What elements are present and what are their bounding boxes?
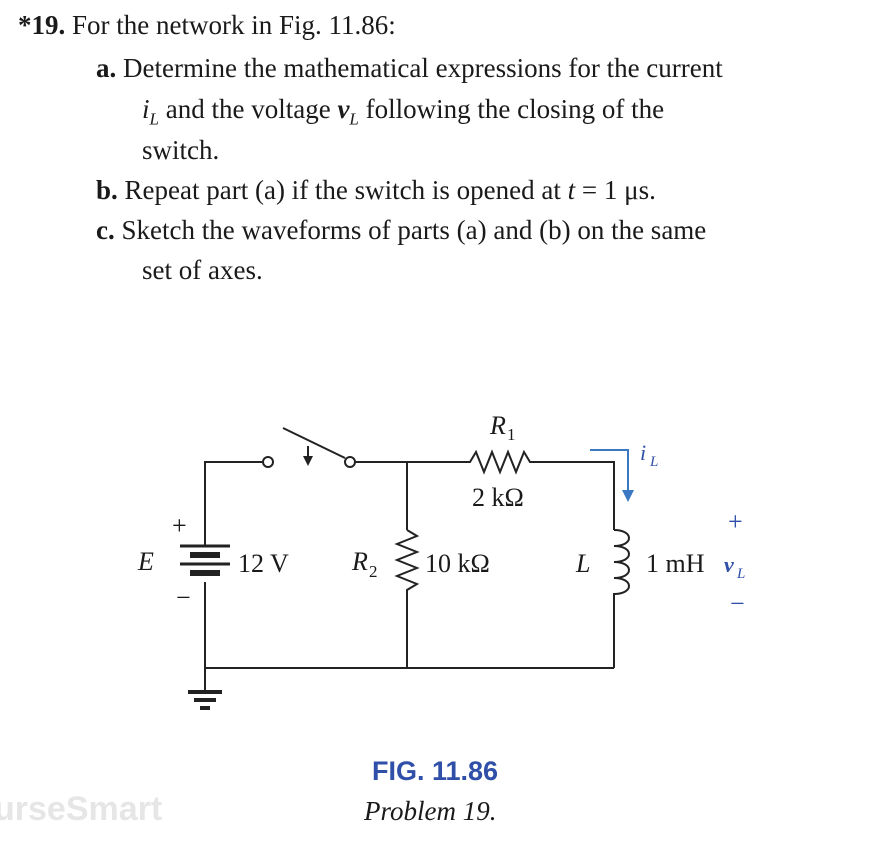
- switch-arrow-head: [303, 456, 313, 466]
- switch-contact-right: [344, 456, 356, 468]
- var-v-sub: L: [349, 109, 359, 129]
- battery-symbol: [180, 544, 230, 576]
- label-R2: R: [351, 547, 368, 576]
- var-i-sub: L: [149, 109, 159, 129]
- part-b-text: Repeat part (a) if the switch is opened …: [124, 175, 568, 205]
- current-arrow-head: [622, 490, 634, 502]
- part-a-line-3: switch.: [142, 133, 219, 167]
- inductor-coil: [613, 529, 630, 668]
- resistor-r2: [394, 529, 420, 668]
- part-a-rest: following the closing of the: [358, 94, 665, 124]
- part-a-line-1: a. Determine the mathematical expression…: [96, 51, 723, 85]
- part-a-text-1: Determine the mathematical expressions f…: [123, 53, 723, 83]
- ground-icon: [188, 690, 222, 710]
- var-v: v: [337, 94, 350, 124]
- label-vL: v: [724, 552, 734, 577]
- switch-contact-left: [262, 456, 274, 468]
- part-a-line-2: iL and the voltage vL following the clos…: [142, 92, 664, 136]
- problem-intro-line: *19. For the network in Fig. 11.86:: [18, 8, 396, 42]
- part-c-label: c.: [96, 215, 115, 245]
- label-E-value: 12 V: [238, 549, 289, 578]
- label-R1-sub: 1: [507, 425, 516, 444]
- figure-title: FIG. 11.86: [372, 756, 499, 786]
- part-c-text-1: Sketch the waveforms of parts (a) and (b…: [121, 215, 707, 245]
- part-b-label: b.: [96, 175, 118, 205]
- label-vL-minus: −: [730, 589, 745, 618]
- label-E: E: [137, 547, 154, 576]
- current-arrow: [590, 449, 629, 492]
- watermark: urseSmart: [0, 790, 163, 828]
- resistor-r1: [463, 449, 615, 530]
- label-L-value: 1 mH: [646, 549, 705, 578]
- figure-caption: Problem 19.: [364, 796, 497, 826]
- problem-number: *19.: [18, 10, 66, 40]
- label-iL: i: [640, 440, 646, 465]
- label-R2-value: 10 kΩ: [425, 549, 490, 578]
- label-R1-value: 2 kΩ: [472, 483, 524, 512]
- label-R2-sub: 2: [369, 562, 378, 581]
- label-iL-sub: L: [649, 454, 658, 470]
- var-i: i: [142, 94, 150, 124]
- part-a-mid: and the voltage: [158, 94, 338, 124]
- part-c-text-2: set of axes.: [142, 255, 263, 285]
- battery-minus: −: [176, 583, 191, 612]
- problem-intro: For the network in Fig. 11.86:: [72, 10, 396, 40]
- wire-left-top: [204, 461, 262, 545]
- part-c-line-2: set of axes.: [142, 253, 263, 287]
- part-a-text-3: switch.: [142, 135, 220, 165]
- battery-plus: +: [172, 511, 187, 540]
- label-vL-plus: +: [728, 507, 743, 536]
- var-t: t: [567, 175, 576, 205]
- label-L: L: [575, 549, 590, 578]
- part-b-post: = 1 μs.: [575, 175, 656, 205]
- label-vL-sub: L: [736, 566, 745, 582]
- label-R1: R: [489, 411, 506, 440]
- part-c-line-1: c. Sketch the waveforms of parts (a) and…: [96, 213, 706, 247]
- part-a-label: a.: [96, 53, 117, 83]
- part-b-line: b. Repeat part (a) if the switch is open…: [96, 173, 656, 207]
- switch-blade: [282, 427, 346, 459]
